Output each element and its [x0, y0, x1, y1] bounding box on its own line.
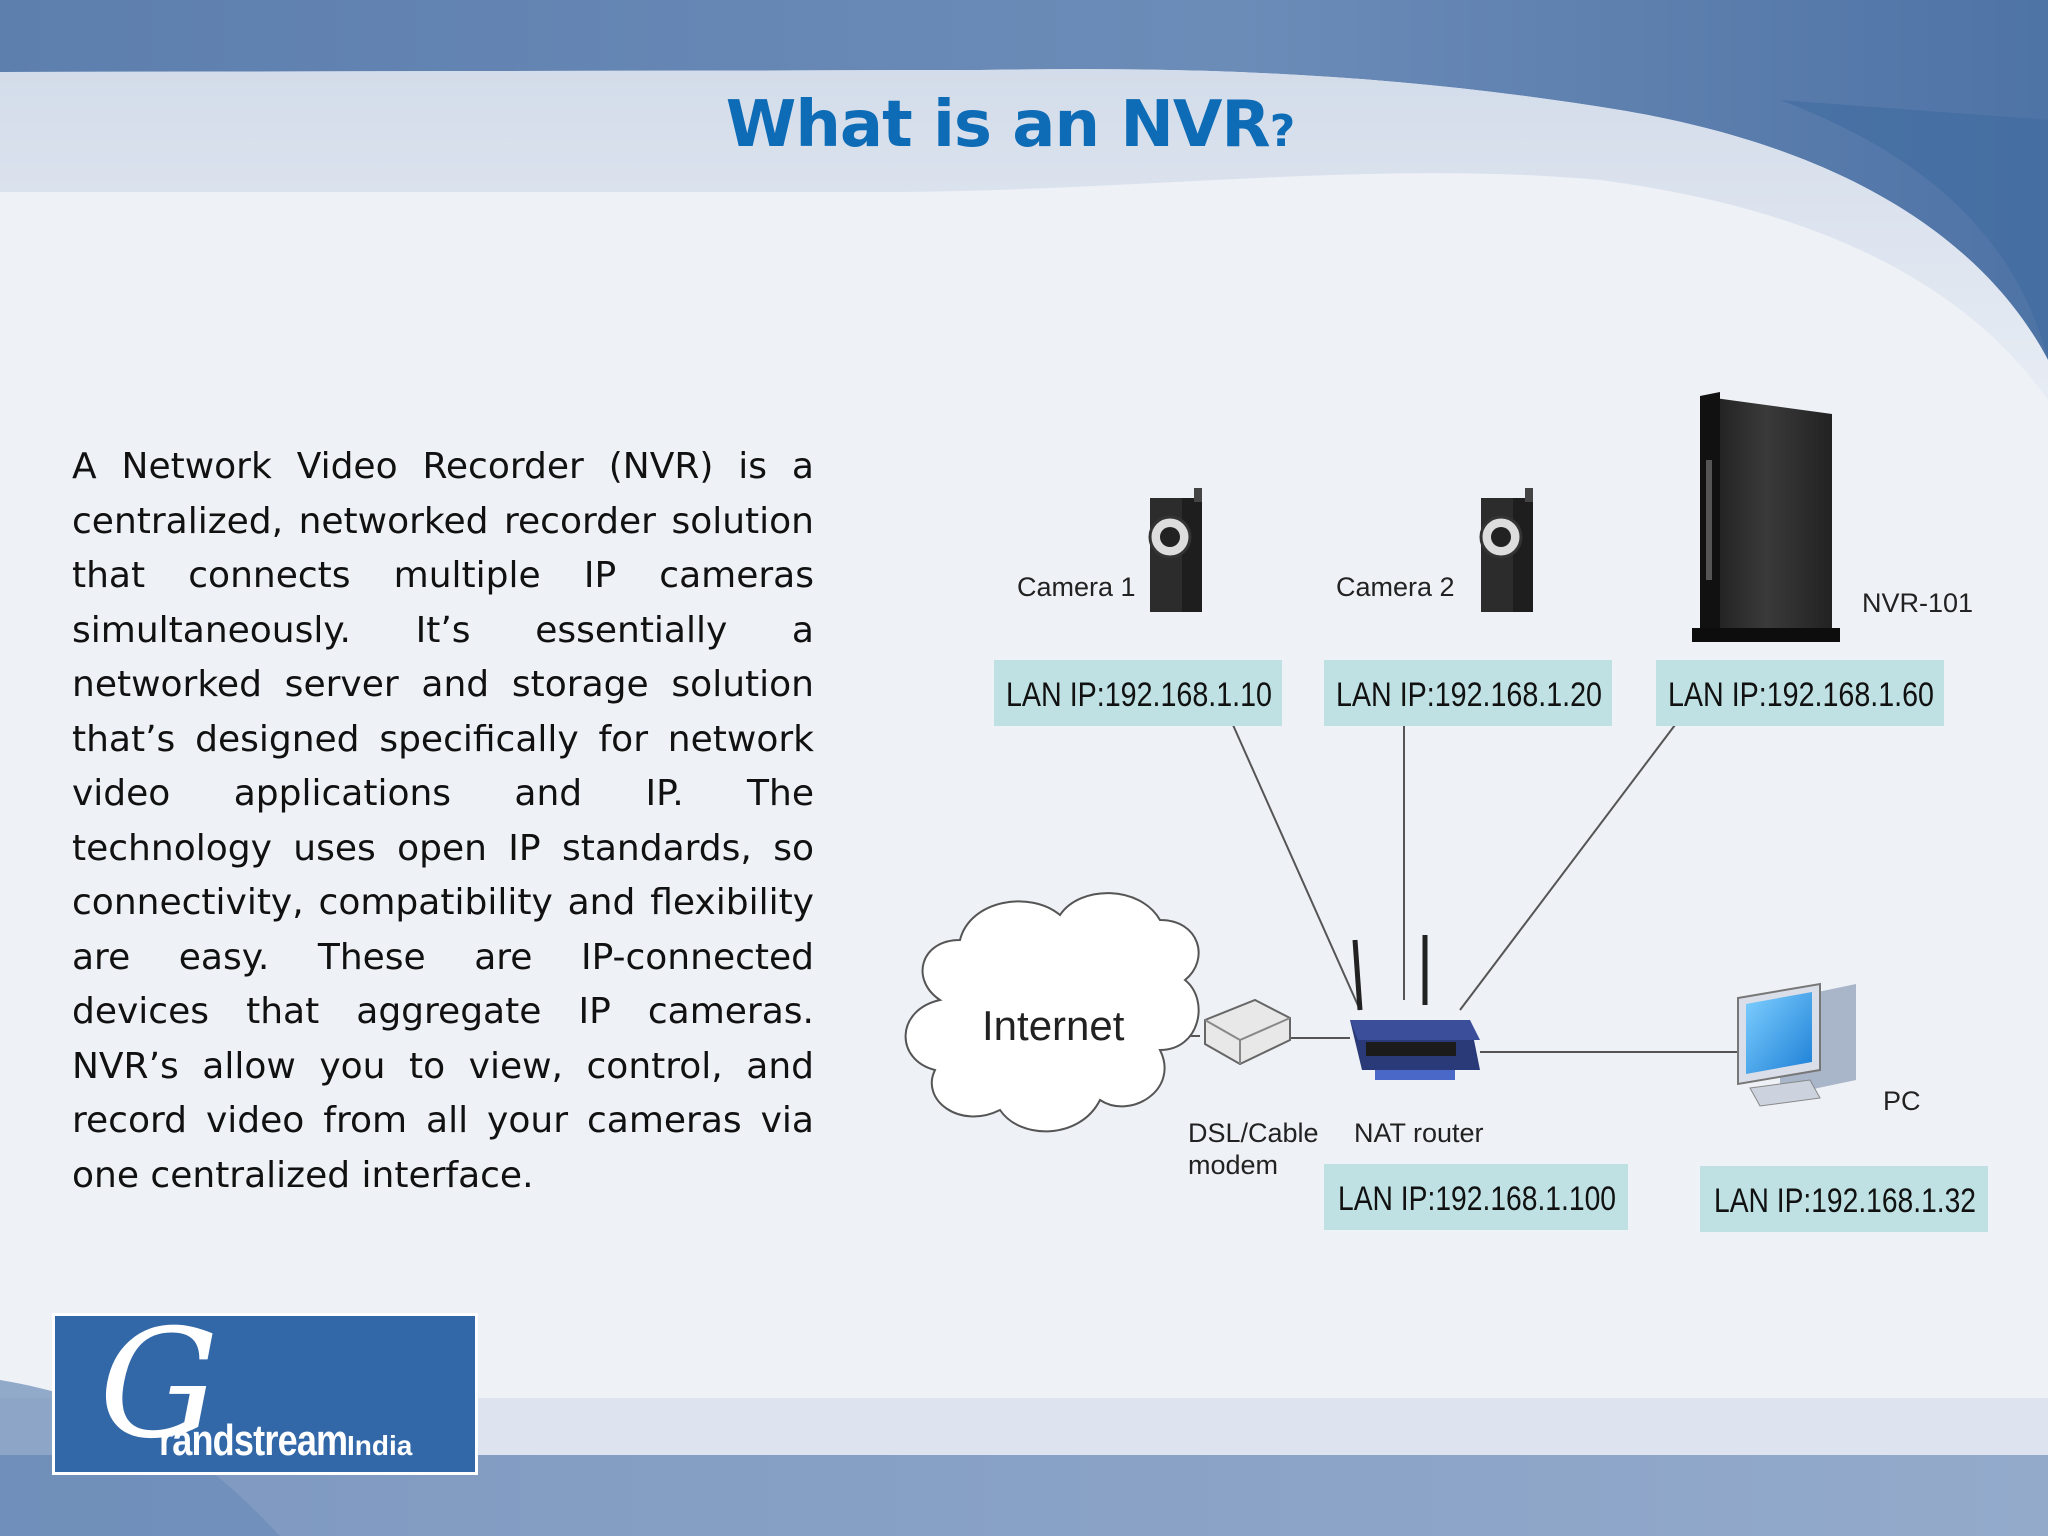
nvr-description: A Network Video Recorder (NVR) is a cent… [72, 446, 814, 1196]
link-nvr-router [1459, 724, 1676, 1011]
camera1-icon [1148, 488, 1202, 612]
pc-ip-box [1700, 1166, 1988, 1232]
modem-icon [1204, 998, 1291, 1066]
modem: DSL/Cable modem [1188, 998, 1319, 1180]
camera1-ip-box [994, 660, 1282, 726]
modem-label-line1: DSL/Cable [1188, 1118, 1319, 1148]
logo-region: India [347, 1430, 413, 1461]
router-label: NAT router [1354, 1118, 1484, 1148]
network-diagram: Camera 1 LAN IP:192.168.1.10 Camera 2 LA… [904, 392, 1988, 1232]
cloud-icon [904, 892, 1200, 1133]
grandstream-logo: G randstream India [52, 1298, 478, 1475]
camera2-ip: LAN IP:192.168.1.20 [1336, 676, 1602, 714]
nvr: NVR-101 LAN IP:192.168.1.60 [1656, 392, 1973, 726]
router-icon [1350, 935, 1480, 1080]
pc-label: PC [1883, 1086, 1921, 1116]
camera2-label: Camera 2 [1336, 572, 1455, 602]
link-camera1-router [1232, 724, 1361, 1011]
logo-initial: G [99, 1298, 219, 1472]
camera2-ip-box [1324, 660, 1612, 726]
router: NAT router LAN IP:192.168.1.100 [1324, 935, 1628, 1230]
camera1-label: Camera 1 [1017, 572, 1136, 602]
router-ip-box [1324, 1164, 1628, 1230]
internet: Internet [904, 892, 1200, 1133]
slide-title: What is an NVR? [0, 88, 2020, 162]
modem-label-line2: modem [1188, 1150, 1278, 1180]
connection-lines [1152, 724, 1750, 1053]
nvr-ip-box [1656, 660, 1944, 726]
pc-ip: LAN IP:192.168.1.32 [1714, 1182, 1976, 1220]
camera2-icon [1479, 488, 1533, 612]
camera2: Camera 2 LAN IP:192.168.1.20 [1324, 488, 1612, 726]
pc: PC LAN IP:192.168.1.32 [1700, 982, 1988, 1232]
internet-label: Internet [982, 1002, 1125, 1049]
logo-wordmark: randstream [159, 1416, 348, 1465]
camera1: Camera 1 LAN IP:192.168.1.10 [994, 488, 1282, 726]
title-question-mark: ? [1269, 106, 1296, 157]
nvr-device-icon [1692, 392, 1840, 642]
camera1-ip: LAN IP:192.168.1.10 [1006, 676, 1272, 714]
router-ip: LAN IP:192.168.1.100 [1338, 1180, 1616, 1218]
nvr-ip: LAN IP:192.168.1.60 [1668, 676, 1934, 714]
pc-icon [1737, 982, 1856, 1107]
nvr-label: NVR-101 [1862, 588, 1973, 618]
title-text: What is an NVR [725, 88, 1271, 162]
